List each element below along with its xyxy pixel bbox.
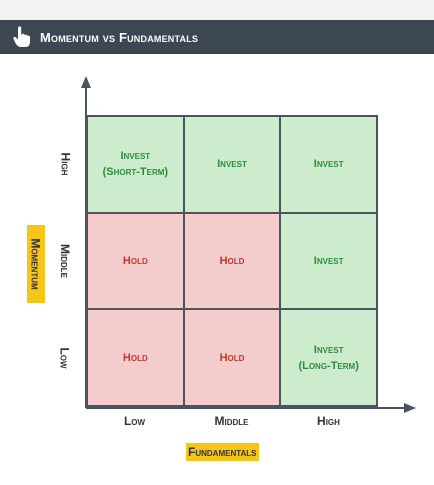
matrix-cell-hold: Hold — [87, 212, 184, 310]
y-level-low-label: Low — [57, 346, 72, 369]
matrix-cell-invest: Invest — [280, 212, 377, 310]
y-level-middle: Middle — [50, 212, 80, 309]
matrix-cell-invest: Invest — [183, 116, 281, 213]
matrix-cell-hold: Hold — [183, 309, 281, 406]
x-level-low: Low — [123, 414, 146, 428]
y-level-low: Low — [50, 309, 80, 406]
matrix-cell-hold: Hold — [183, 212, 281, 310]
y-level-high-label: High — [57, 152, 72, 175]
x-level-high: High — [317, 414, 340, 428]
hand-pointer-icon — [8, 24, 34, 50]
y-level-middle-label: Middle — [58, 243, 72, 278]
header-bar: Momentum vs Fundamentals — [0, 20, 434, 54]
x-axis-title: Fundamentals — [186, 443, 259, 461]
x-axis-arrow-icon — [404, 403, 416, 413]
x-level-middle: Middle — [214, 414, 249, 428]
matrix-cell-invest: Invest — [280, 116, 377, 213]
matrix-cell-invest: Invest (Long-Term) — [280, 309, 377, 406]
y-level-high: High — [50, 115, 80, 212]
top-strip — [0, 0, 434, 20]
matrix-cell-invest: Invest (Short-Term) — [87, 116, 184, 213]
page-title: Momentum vs Fundamentals — [40, 29, 199, 45]
matrix-cell-hold: Hold — [87, 309, 184, 406]
y-axis-title-label: Momentum — [29, 238, 44, 290]
y-axis-arrow-icon — [81, 76, 91, 88]
y-axis-title: Momentum — [27, 225, 45, 303]
